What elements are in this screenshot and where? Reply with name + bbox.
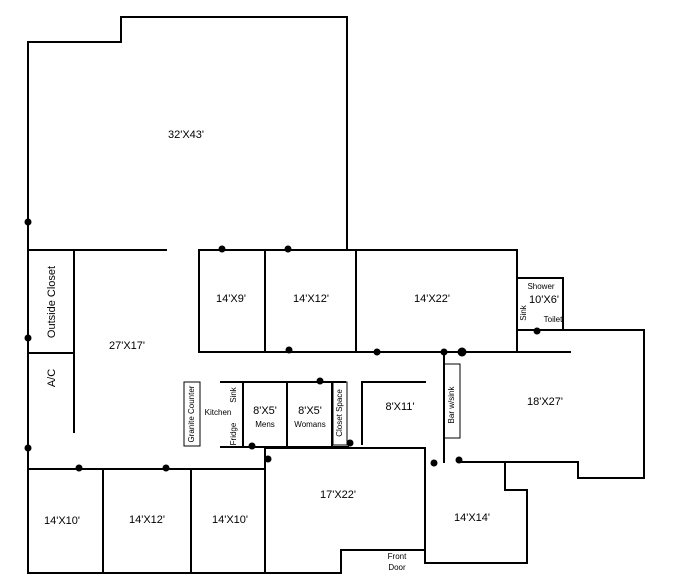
wall-17x22: [27, 447, 426, 574]
label-17x22: 17'X22': [320, 489, 356, 501]
marker-dot: [346, 439, 354, 447]
wall-8x11: [361, 381, 426, 445]
label-14x10-right: 14'X10': [212, 514, 248, 526]
marker-dot: [24, 444, 32, 452]
label-sink-kitchen: Sink: [229, 386, 238, 403]
label-sink-right: Sink: [519, 304, 528, 321]
label-bar-sink: Bar w/sink: [447, 386, 456, 424]
fixtures: [183, 363, 461, 447]
label-womans: Womans: [294, 420, 325, 429]
label-14x14: 14'X14': [454, 512, 490, 524]
label-14x9: 14'X9': [216, 293, 246, 305]
label-10x6: 10'X6': [529, 294, 559, 306]
marker-dot: [75, 464, 83, 472]
label-27x17: 27'X17': [109, 340, 145, 352]
label-toilet: Toilet: [544, 315, 563, 324]
marker-dot: [455, 456, 463, 464]
marker-dot: [218, 245, 226, 253]
label-14x12-top: 14'X12': [293, 293, 329, 305]
marker-dot: [316, 377, 324, 385]
marker-dot: [162, 464, 170, 472]
outer-wall-left-top: [27, 16, 348, 574]
walls: [27, 16, 645, 574]
label-womans-size: 8'X5': [298, 405, 322, 417]
label-closet-space: Closet Space: [335, 389, 344, 437]
label-fridge: Fridge: [229, 422, 238, 445]
marker-dot: [440, 348, 448, 356]
granite-counter: [183, 381, 201, 447]
marker-dot: [24, 218, 32, 226]
label-18x27: 18'X27': [527, 396, 563, 408]
bar-counter: [443, 363, 461, 439]
label-front: Front: [388, 552, 407, 561]
marker-dot: [264, 455, 272, 463]
marker-dot: [248, 442, 256, 450]
marker-dot: [285, 346, 293, 354]
label-kitchen: Kitchen: [205, 408, 232, 417]
label-ac: A/C: [46, 369, 58, 387]
wall-18x27: [459, 329, 645, 479]
label-14x22: 14'X22': [414, 293, 450, 305]
label-mens-size: 8'X5': [253, 405, 277, 417]
marker-dot: [430, 459, 438, 467]
label-mens: Mens: [255, 420, 275, 429]
label-8x11: 8'X11': [385, 401, 414, 413]
closet-space: [332, 381, 348, 446]
marker-dot: [373, 348, 381, 356]
label-door: Door: [388, 563, 406, 572]
label-big-room: 32'X43': [168, 129, 204, 141]
wall-14x14: [424, 461, 528, 564]
marker-dot: [24, 334, 32, 342]
label-outside-closet: Outside Closet: [46, 266, 58, 338]
labels: 32'X43' Outside Closet A/C 27'X17' 14'X9…: [44, 129, 563, 572]
marker-dot: [284, 245, 292, 253]
label-shower: Shower: [527, 282, 554, 291]
marker-dot: [457, 347, 467, 357]
label-granite-counter: Granite Counter: [187, 385, 196, 442]
markers: [24, 218, 541, 472]
marker-dot: [533, 327, 541, 335]
label-14x12-bottom: 14'X12': [129, 514, 165, 526]
label-14x10-left: 14'X10': [44, 515, 80, 527]
